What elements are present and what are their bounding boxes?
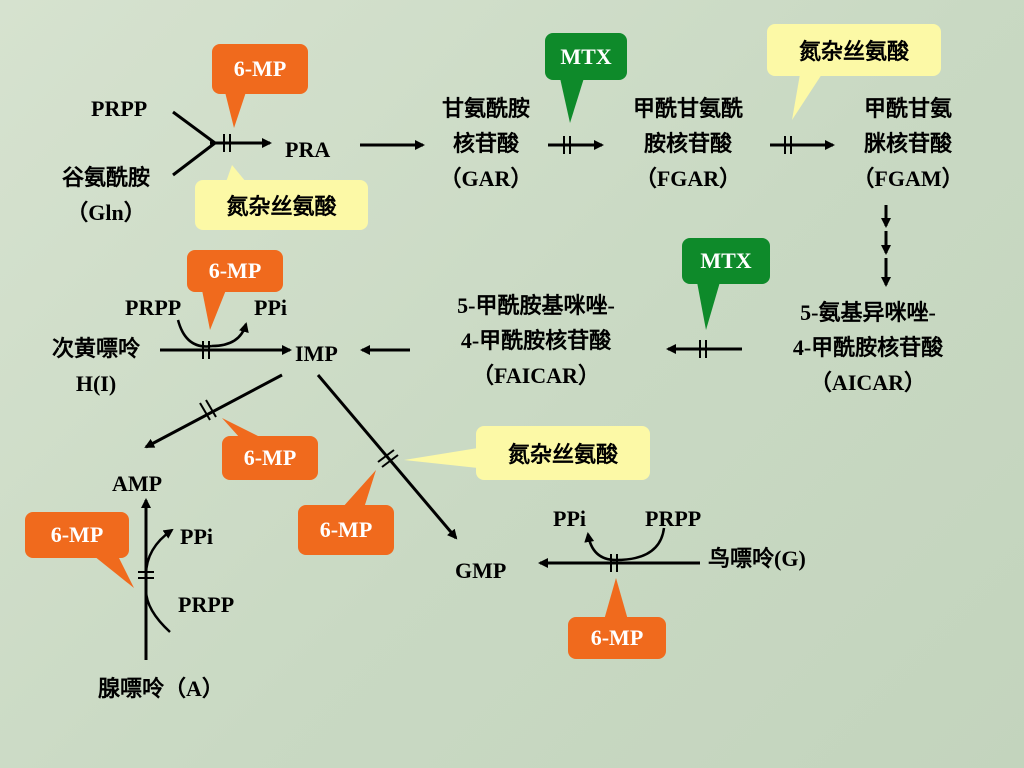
mtx-callout: MTX	[545, 33, 627, 80]
ppi-out-curve	[144, 528, 174, 576]
ppi-aprt-label: PPi	[180, 524, 213, 549]
mp-pointer	[222, 418, 262, 438]
six-mp-callout: 6-MP	[25, 512, 129, 558]
mp-pointer	[604, 578, 628, 620]
glutamine-label: 谷氨酰胺 （Gln）	[61, 165, 151, 225]
fgam-label: 甲酰甘氨 脒核苷酸 （FGAM）	[852, 96, 964, 191]
mp-pointer	[225, 92, 246, 128]
adenine-label: 腺嘌呤（A）	[98, 676, 224, 701]
pra-label: PRA	[285, 137, 331, 162]
prpp-branch-line	[172, 110, 216, 145]
six-mp-callout: 6-MP	[187, 250, 283, 292]
block-mark	[381, 454, 399, 468]
prpp-aprt-label: PRPP	[178, 592, 235, 617]
gar-label: 甘氨酰胺 核苷酸 （GAR）	[439, 96, 533, 191]
ppi-hgprt-label: PPi	[254, 295, 287, 320]
prpp-in-curve	[176, 319, 213, 348]
mtx-pointer	[697, 282, 720, 330]
arrow-imp-to-amp	[144, 373, 283, 449]
azaserine-callout: 氮杂丝氨酸	[767, 24, 941, 76]
ppi-out-curve	[211, 322, 249, 348]
mtx-pointer	[560, 78, 584, 123]
six-mp-callout: 6-MP	[568, 617, 666, 659]
hypoxanthine-label: 次黄嘌呤 H(I)	[51, 336, 141, 396]
arrow-imp-to-gmp	[316, 374, 458, 540]
aza-pointer	[404, 448, 478, 468]
block-mark	[199, 402, 211, 421]
six-mp-callout: 6-MP	[212, 44, 308, 94]
block-mark	[205, 399, 217, 418]
aza-pointer	[792, 74, 822, 120]
mtx-callout: MTX	[682, 238, 770, 284]
aza-pointer	[226, 165, 246, 182]
gln-branch-line	[172, 141, 216, 177]
prpp-guanine-label: PRPP	[645, 506, 702, 531]
prpp-hgprt-label: PRPP	[125, 295, 182, 320]
prpp-label: PRPP	[91, 96, 148, 121]
mp-pointer	[94, 556, 134, 588]
azaserine-callout: 氮杂丝氨酸	[476, 426, 650, 480]
aicar-label: 5-氨基异咪唑- 4-甲酰胺核苷酸 （AICAR）	[792, 300, 944, 395]
prpp-in-curve	[144, 589, 171, 633]
gmp-label: GMP	[455, 558, 507, 583]
block-mark	[377, 449, 395, 463]
mp-pointer	[342, 470, 376, 508]
faicar-label: 5-甲酰胺基咪唑- 4-甲酰胺核苷酸 （FAICAR）	[457, 293, 615, 388]
ppi-out-curve	[584, 532, 617, 562]
amp-label: AMP	[112, 471, 163, 496]
mp-pointer	[202, 290, 226, 330]
six-mp-callout: 6-MP	[222, 436, 318, 480]
imp-label: IMP	[295, 341, 338, 366]
ppi-guanine-label: PPi	[553, 506, 586, 531]
azaserine-callout: 氮杂丝氨酸	[195, 180, 368, 230]
prpp-in-curve	[615, 527, 666, 562]
fgar-label: 甲酰甘氨酰 胺核苷酸 （FGAR）	[632, 96, 744, 191]
six-mp-callout: 6-MP	[298, 505, 394, 555]
guanine-label: 鸟嘌呤(G)	[708, 546, 806, 571]
